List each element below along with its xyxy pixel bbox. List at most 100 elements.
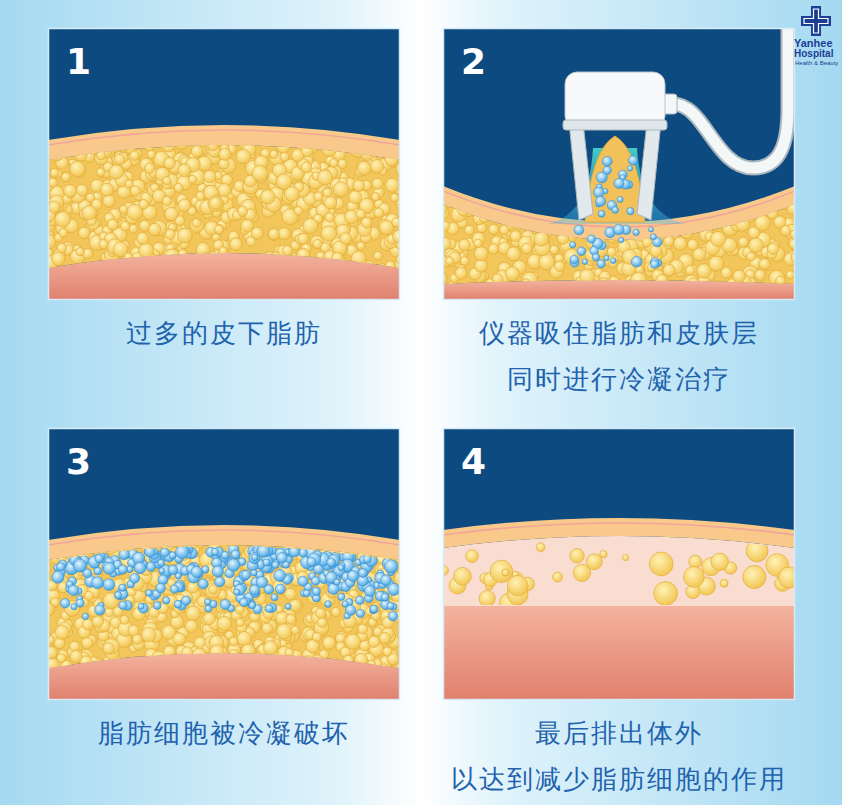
fat-cell (364, 261, 375, 272)
fat-cell (244, 259, 259, 274)
fat-cell (151, 651, 166, 666)
fat-cell (332, 252, 343, 263)
fat-cell (48, 201, 60, 213)
fat-cell (236, 618, 244, 626)
fat-cell (147, 150, 155, 158)
fat-cell (671, 198, 685, 212)
fat-cell (711, 231, 726, 246)
fat-cell (325, 213, 334, 222)
fat-cell (57, 243, 67, 253)
fat-cell (693, 248, 706, 261)
frozen-cell (76, 599, 84, 607)
fat-cell (383, 647, 392, 656)
fat-cell (460, 257, 469, 266)
fat-cell (598, 278, 611, 291)
fat-cell (203, 613, 215, 625)
fat-cell (349, 191, 362, 204)
fat-cell (697, 281, 708, 292)
frozen-cell (594, 187, 604, 197)
fat-cell (464, 225, 474, 235)
fat-cell (529, 191, 540, 202)
fat-cell (184, 263, 193, 272)
fat-cell (165, 207, 179, 221)
fat-cell (626, 278, 642, 294)
frozen-cell (582, 259, 588, 265)
fat-cell (749, 238, 764, 253)
frozen-cell (263, 559, 270, 566)
fat-cell (48, 178, 57, 187)
fat-cell (642, 281, 658, 297)
fat-cell (76, 263, 86, 273)
fat-cell (323, 636, 336, 649)
fat-cell (262, 259, 275, 272)
fat-cell (614, 281, 622, 289)
frozen-cell (119, 601, 127, 609)
frozen-cell (650, 260, 658, 268)
fat-cell (607, 279, 622, 294)
fat-cell (179, 255, 187, 263)
fat-cell (338, 159, 347, 168)
fat-cell (641, 280, 651, 290)
frozen-cell (272, 561, 279, 568)
fat-cell (149, 223, 161, 235)
fat-cell (178, 199, 191, 212)
fat-cell (231, 657, 242, 668)
fat-cell (310, 655, 324, 669)
fat-cell (523, 189, 532, 198)
fat-cell (278, 228, 290, 240)
panel-ground (48, 28, 400, 300)
fat-cell (271, 252, 280, 261)
fat-cell (374, 208, 384, 218)
fat-cell (378, 219, 393, 234)
fat-cell (252, 165, 268, 181)
fat-cell (786, 271, 794, 279)
frozen-cell (633, 229, 639, 235)
fat-cell (385, 261, 395, 271)
fat-cell (268, 228, 281, 241)
fat-cell (584, 282, 600, 298)
fat-cell (165, 229, 175, 239)
fat-cell (230, 238, 243, 251)
fat-cell (232, 662, 246, 676)
fat-cell (139, 199, 149, 209)
frozen-cell (82, 613, 88, 619)
fat-cell (55, 212, 71, 228)
frozen-cell (370, 605, 378, 613)
fat-cell (245, 659, 261, 675)
fat-cell (520, 281, 532, 293)
fat-cell (673, 188, 682, 197)
fat-cell (82, 205, 97, 220)
fat-cell (366, 664, 378, 676)
fat-cell (558, 186, 570, 198)
fat-cell (331, 607, 340, 616)
panel-art (35, 428, 413, 700)
fat-cell (252, 653, 264, 665)
fat-cell (188, 175, 196, 183)
fat-cell (538, 187, 550, 199)
fat-cell (229, 650, 240, 661)
fat-cell (686, 202, 697, 213)
fat-cell (130, 151, 140, 161)
fat-cell (505, 267, 519, 281)
fat-cell (95, 659, 104, 668)
fat-cell (270, 150, 278, 158)
frozen-cell (57, 562, 66, 571)
fat-cell (142, 259, 151, 268)
fat-cell (379, 220, 393, 234)
fat-cell (653, 284, 661, 292)
fat-cell (193, 663, 205, 675)
fat-cell (776, 276, 786, 286)
frozen-cell (227, 559, 240, 572)
fat-cell (114, 154, 124, 164)
fat-cell (237, 256, 248, 267)
fat-cell (303, 656, 313, 666)
fat-cell (80, 656, 92, 668)
fat-cell (70, 161, 86, 177)
fat-cell (298, 233, 309, 244)
fat-cell (173, 633, 185, 645)
fat-cell (214, 225, 223, 234)
frozen-cell (610, 258, 616, 264)
fat-cell (656, 274, 668, 286)
fat-cell (520, 190, 530, 200)
